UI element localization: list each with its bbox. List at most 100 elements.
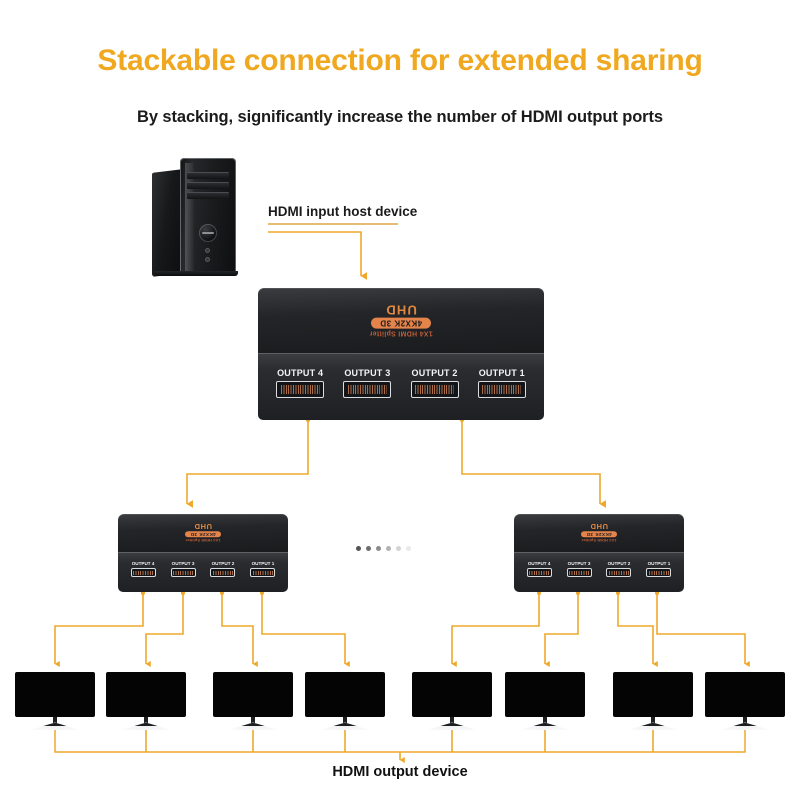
monitor-icon — [106, 672, 186, 730]
splitter-uhd-text: UHD — [193, 522, 213, 532]
continuation-dots — [356, 546, 411, 551]
primary-splitter: 1X4 HDMI Splitter 4KX2K 3D UHD OUTPUT 4 … — [258, 288, 544, 420]
output-port-4: OUTPUT 4 — [130, 560, 156, 578]
continuation-dot — [376, 546, 381, 551]
hdmi-port-icon — [606, 568, 632, 578]
continuation-dot — [356, 546, 361, 551]
desktop-tower-icon — [152, 158, 256, 277]
monitor-stand-neck — [251, 716, 255, 724]
secondary-splitter-right: 1X4 HDMI Splitter 4KX2K 3D UHD OUTPUT 4 … — [514, 514, 684, 592]
hdmi-port-icon — [410, 380, 459, 398]
hdmi-port-icon — [646, 568, 672, 578]
output-port-label: OUTPUT 2 — [411, 367, 458, 378]
output-port-2: OUTPUT 2 — [210, 560, 236, 578]
output-port-3: OUTPUT 3 — [170, 560, 196, 578]
monitor-stand-neck — [543, 716, 547, 724]
hdmi-port-icon — [130, 568, 156, 578]
output-port-label: OUTPUT 4 — [131, 560, 155, 566]
output-port-2: OUTPUT 2 — [606, 561, 632, 578]
splitter-uhd-text: UHD — [385, 302, 417, 318]
monitor-icon — [505, 672, 585, 730]
hdmi-port-icon — [276, 380, 325, 398]
hdmi-port-icon — [526, 568, 552, 578]
tower-drive-bay — [187, 192, 229, 199]
hdmi-port-icon — [250, 568, 276, 578]
output-port-label: OUTPUT 1 — [647, 560, 671, 566]
splitter-resolution-badge: 4KX2K 3D — [185, 531, 221, 538]
output-device-label: HDMI output device — [332, 764, 468, 780]
splitter-port-face: OUTPUT 4 OUTPUT 3 OUTPUT 2 OUTPUT 1 — [258, 352, 544, 420]
output-port-1: OUTPUT 1 — [250, 560, 276, 578]
splitter-top-face: 1X4 HDMI Splitter 4KX2K 3D UHD — [118, 514, 288, 553]
monitor-screen — [505, 672, 585, 717]
splitter-port-face: OUTPUT 4 OUTPUT 3 OUTPUT 2 OUTPUT 1 — [118, 552, 288, 592]
hdmi-port-icon — [210, 568, 236, 578]
tower-drive-bay — [187, 172, 229, 179]
tower-front-bezel — [180, 158, 236, 276]
monitor-stand-base — [30, 722, 80, 730]
tower-base — [154, 271, 238, 276]
page-subtitle: By stacking, significantly increase the … — [137, 108, 663, 126]
output-port-label: OUTPUT 4 — [527, 560, 551, 566]
page-title: Stackable connection for extended sharin… — [97, 44, 703, 77]
monitor-icon — [213, 672, 293, 730]
hdmi-port-icon — [170, 568, 196, 578]
splitter-brand-text: 1X4 HDMI Splitter — [369, 330, 433, 338]
splitter-resolution-badge: 4KX2K 3D — [581, 531, 617, 538]
secondary-splitter-left: 1X4 HDMI Splitter 4KX2K 3D UHD OUTPUT 4 … — [118, 514, 288, 592]
output-port-2: OUTPUT 2 — [410, 367, 459, 398]
continuation-dot — [386, 546, 391, 551]
monitor-stand-neck — [450, 716, 454, 724]
tower-indicator-led — [205, 257, 210, 262]
tower-drive-bay — [187, 182, 229, 189]
output-port-label: OUTPUT 2 — [211, 560, 235, 566]
monitor-icon — [705, 672, 785, 730]
splitter-port-face: OUTPUT 4 OUTPUT 3 OUTPUT 2 OUTPUT 1 — [514, 552, 684, 592]
monitor-screen — [15, 672, 95, 717]
splitter-brand-text: 1X4 HDMI Splitter — [581, 538, 617, 544]
monitor-stand-base — [628, 722, 678, 730]
monitor-stand-neck — [53, 716, 57, 724]
monitor-stand-base — [520, 722, 570, 730]
monitor-stand-base — [320, 722, 370, 730]
monitor-stand-base — [427, 722, 477, 730]
input-device-label: HDMI input host device — [268, 204, 418, 219]
splitter-uhd-text: UHD — [589, 522, 609, 532]
monitor-icon — [15, 672, 95, 730]
monitor-screen — [412, 672, 492, 717]
monitor-stand-neck — [343, 716, 347, 724]
continuation-dot — [396, 546, 401, 551]
output-port-label: OUTPUT 3 — [344, 367, 391, 378]
output-port-label: OUTPUT 1 — [251, 560, 275, 566]
monitor-stand-neck — [651, 716, 655, 724]
splitter-brand-text: 1X4 HDMI Splitter — [185, 538, 221, 544]
output-port-4: OUTPUT 4 — [276, 367, 325, 398]
output-port-label: OUTPUT 3 — [171, 560, 195, 566]
output-port-label: OUTPUT 1 — [478, 367, 525, 378]
monitor-screen — [106, 672, 186, 717]
output-port-label: OUTPUT 3 — [567, 560, 591, 566]
monitor-stand-base — [720, 722, 770, 730]
splitter-top-face: 1X4 HDMI Splitter 4KX2K 3D UHD — [258, 288, 544, 353]
splitter-top-face: 1X4 HDMI Splitter 4KX2K 3D UHD — [514, 514, 684, 553]
monitor-icon — [305, 672, 385, 730]
output-port-3: OUTPUT 3 — [343, 367, 392, 398]
monitor-stand-neck — [743, 716, 747, 724]
output-port-1: OUTPUT 1 — [477, 367, 526, 398]
monitor-screen — [213, 672, 293, 717]
tower-power-button-icon — [205, 248, 210, 253]
monitor-screen — [305, 672, 385, 717]
hdmi-port-icon — [566, 568, 592, 578]
continuation-dot — [406, 546, 411, 551]
monitor-screen — [705, 672, 785, 717]
hdmi-port-icon — [343, 380, 392, 398]
output-port-1: OUTPUT 1 — [646, 560, 672, 578]
monitor-stand-base — [228, 722, 278, 730]
monitor-icon — [613, 672, 693, 730]
hdmi-port-icon — [477, 380, 526, 398]
output-port-label: OUTPUT 4 — [277, 367, 324, 378]
monitor-screen — [613, 672, 693, 717]
tower-logo-icon — [199, 224, 217, 242]
output-port-3: OUTPUT 3 — [566, 560, 592, 578]
